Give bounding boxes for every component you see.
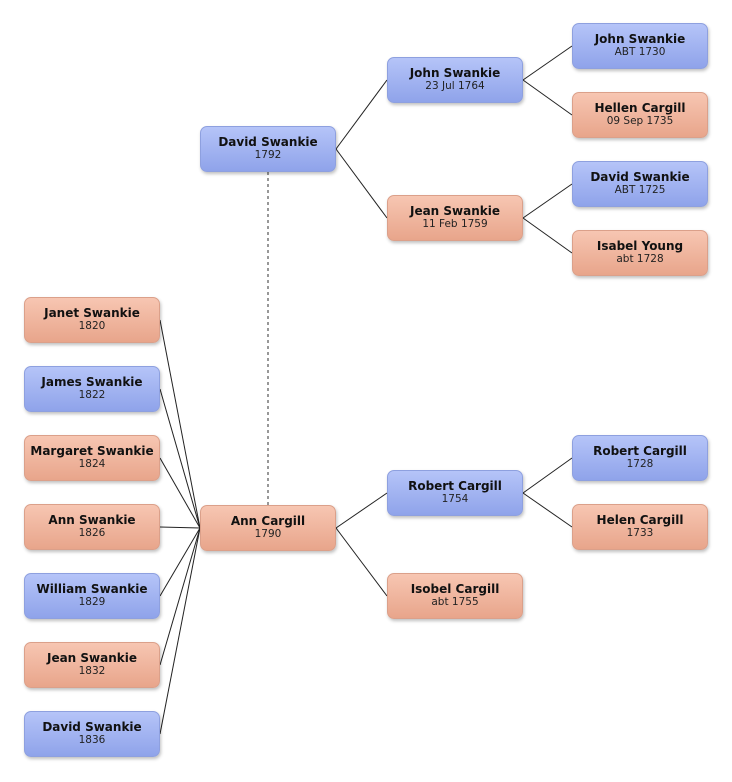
- parent-link: [335, 79, 388, 150]
- person-name: John Swankie: [409, 66, 501, 80]
- person-john-swankie-1764[interactable]: John Swankie 23 Jul 1764: [387, 57, 523, 103]
- child-link: [159, 527, 201, 597]
- person-name: Ann Cargill: [230, 514, 306, 528]
- person-david-swankie-1725[interactable]: David Swankie ABT 1725: [572, 161, 708, 207]
- person-name: Hellen Cargill: [594, 101, 686, 115]
- person-date: 11 Feb 1759: [422, 218, 488, 230]
- person-name: James Swankie: [41, 375, 143, 389]
- person-ann-swankie-1826[interactable]: Ann Swankie 1826: [24, 504, 160, 550]
- parent-link: [335, 527, 388, 597]
- person-date: ABT 1730: [614, 46, 666, 58]
- parent-link: [335, 492, 388, 529]
- person-date: 1822: [78, 389, 106, 401]
- person-robert-cargill-1728[interactable]: Robert Cargill 1728: [572, 435, 708, 481]
- person-date: 1728: [626, 458, 654, 470]
- person-name: Janet Swankie: [44, 306, 140, 320]
- person-janet-swankie-1820[interactable]: Janet Swankie 1820: [24, 297, 160, 343]
- person-william-swankie-1829[interactable]: William Swankie 1829: [24, 573, 160, 619]
- person-date: 1790: [254, 528, 282, 540]
- parent-link: [522, 183, 573, 219]
- person-date: 1820: [78, 320, 106, 332]
- person-name: David Swankie: [218, 135, 318, 149]
- person-date: 1754: [441, 493, 469, 505]
- person-date: ABT 1725: [614, 184, 666, 196]
- person-margaret-swankie-1824[interactable]: Margaret Swankie 1824: [24, 435, 160, 481]
- person-name: Isobel Cargill: [410, 582, 500, 596]
- person-date: 1832: [78, 665, 106, 677]
- person-name: David Swankie: [42, 720, 142, 734]
- person-date: 1829: [78, 596, 106, 608]
- person-isobel-cargill-1755[interactable]: Isobel Cargill abt 1755: [387, 573, 523, 619]
- parent-link: [522, 217, 573, 254]
- child-link: [159, 527, 201, 666]
- person-robert-cargill-1754[interactable]: Robert Cargill 1754: [387, 470, 523, 516]
- parent-link: [335, 148, 388, 219]
- person-isabel-young-1728[interactable]: Isabel Young abt 1728: [572, 230, 708, 276]
- person-date: 23 Jul 1764: [425, 80, 485, 92]
- person-jean-swankie-1832[interactable]: Jean Swankie 1832: [24, 642, 160, 688]
- person-name: David Swankie: [590, 170, 690, 184]
- person-name: Helen Cargill: [596, 513, 684, 527]
- person-helen-cargill-1733[interactable]: Helen Cargill 1733: [572, 504, 708, 550]
- parent-link: [522, 492, 573, 528]
- child-link: [159, 527, 201, 735]
- child-link: [159, 388, 201, 529]
- person-name: Margaret Swankie: [30, 444, 154, 458]
- person-name: Robert Cargill: [408, 479, 502, 493]
- person-david-swankie-1836[interactable]: David Swankie 1836: [24, 711, 160, 757]
- person-name: William Swankie: [36, 582, 148, 596]
- person-name: Isabel Young: [596, 239, 684, 253]
- person-john-swankie-1730[interactable]: John Swankie ABT 1730: [572, 23, 708, 69]
- child-link: [159, 457, 201, 529]
- person-date: 1836: [78, 734, 106, 746]
- person-jean-swankie-1759[interactable]: Jean Swankie 11 Feb 1759: [387, 195, 523, 241]
- parent-link: [522, 45, 573, 81]
- person-name: Robert Cargill: [593, 444, 687, 458]
- person-name: John Swankie: [594, 32, 686, 46]
- child-link: [159, 526, 201, 529]
- person-date: 09 Sep 1735: [606, 115, 674, 127]
- person-date: 1826: [78, 527, 106, 539]
- parent-link: [522, 79, 573, 116]
- person-name: Ann Swankie: [48, 513, 136, 527]
- person-ann-cargill-1790[interactable]: Ann Cargill 1790: [200, 505, 336, 551]
- person-david-swankie-1792[interactable]: David Swankie 1792: [200, 126, 336, 172]
- person-date: 1824: [78, 458, 106, 470]
- parent-link: [522, 457, 573, 494]
- person-hellen-cargill-1735[interactable]: Hellen Cargill 09 Sep 1735: [572, 92, 708, 138]
- person-james-swankie-1822[interactable]: James Swankie 1822: [24, 366, 160, 412]
- person-name: Jean Swankie: [46, 651, 138, 665]
- child-link: [159, 319, 201, 529]
- person-date: 1733: [626, 527, 654, 539]
- person-date: 1792: [254, 149, 282, 161]
- person-name: Jean Swankie: [409, 204, 501, 218]
- person-date: abt 1728: [616, 253, 664, 265]
- person-date: abt 1755: [431, 596, 479, 608]
